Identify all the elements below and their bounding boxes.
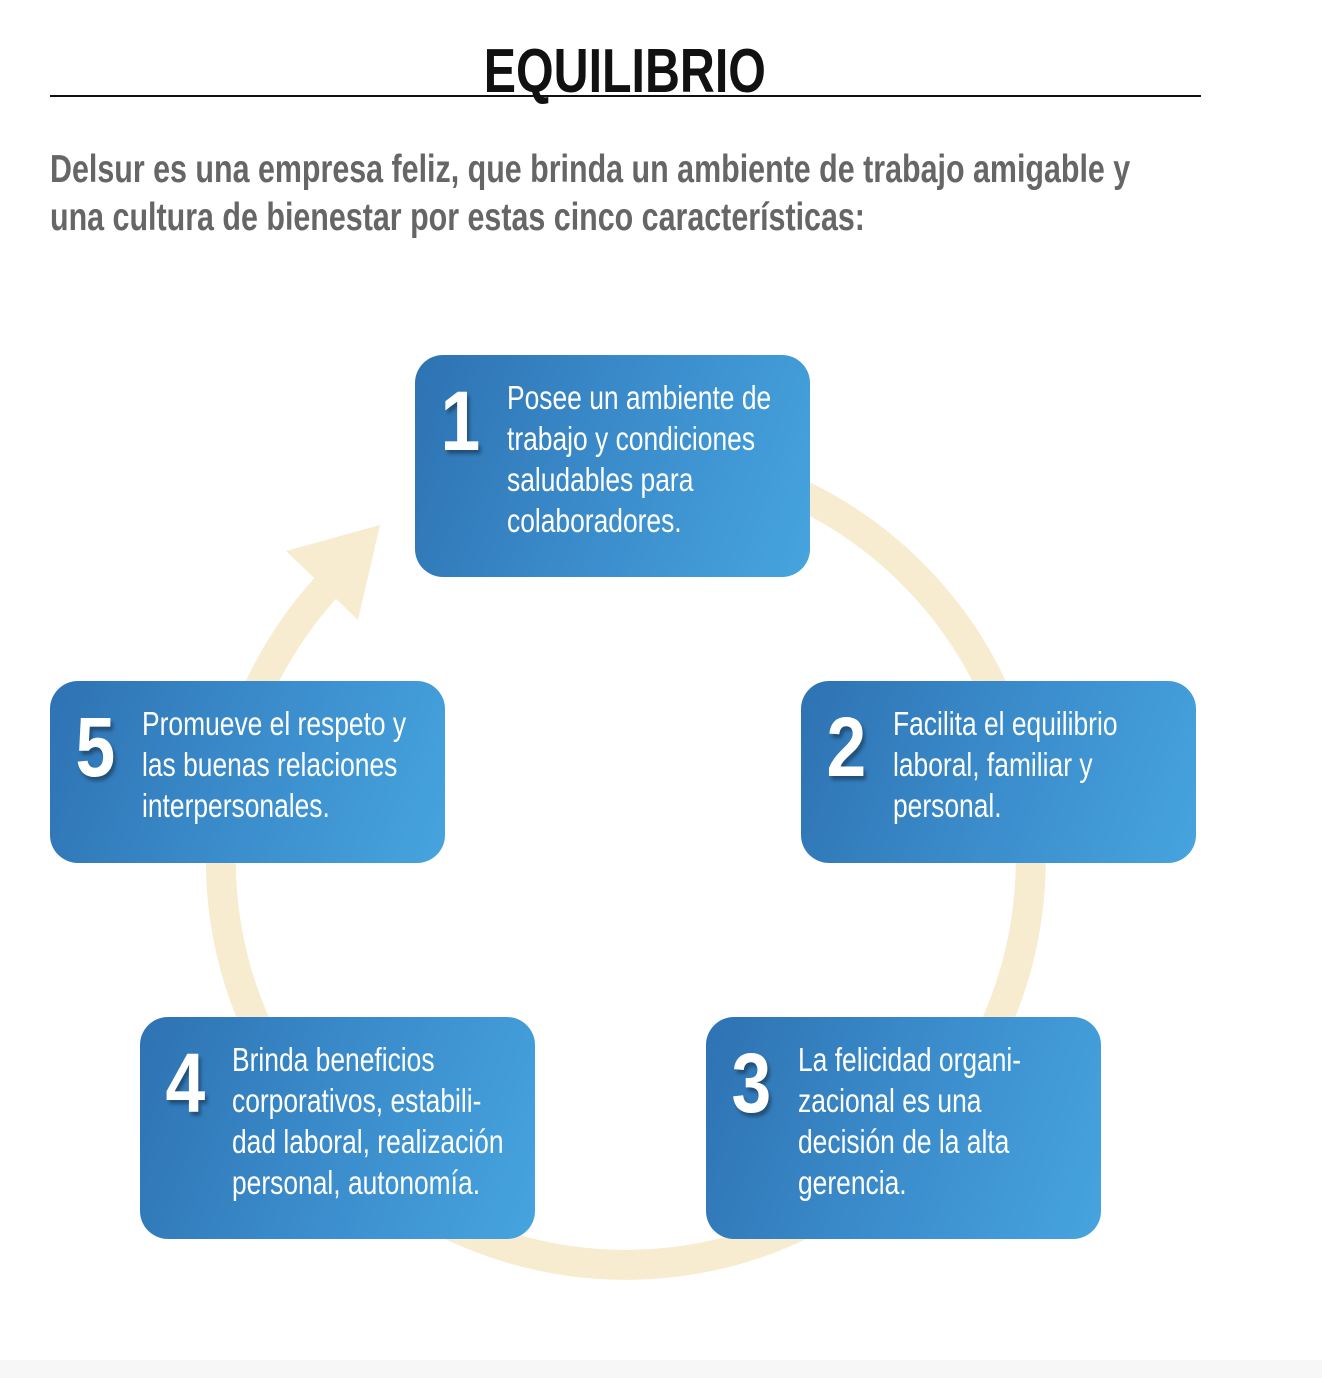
feature-line: dad laboral, realización [232, 1123, 504, 1160]
feature-line: personal, autonomía. [232, 1164, 481, 1201]
feature-line: La felicidad organi- [798, 1041, 1022, 1078]
feature-card-3: 3 La felicidad organi- zacional es una d… [706, 1017, 1101, 1239]
feature-number: 3 [728, 1041, 775, 1125]
page-title: EQUILIBRIO [0, 36, 1250, 107]
feature-text: Posee un ambiente de trabajo y condicion… [507, 377, 837, 541]
feature-line: interpersonales. [142, 787, 330, 824]
feature-number-text: 2 [826, 700, 867, 794]
feature-card-2: 2 Facilita el equilibrio laboral, famili… [801, 681, 1196, 863]
feature-number: 4 [162, 1041, 209, 1125]
feature-line: colaboradores. [507, 502, 682, 539]
feature-number: 5 [72, 705, 119, 789]
feature-text: Facilita el equilibrio laboral, familiar… [893, 703, 1174, 826]
intro-line: una cultura de bienestar por estas cinco… [50, 196, 865, 239]
page-footer-band [0, 1360, 1322, 1378]
feature-line: laboral, familiar y [893, 746, 1093, 783]
feature-card-5: 5 Promueve el respeto y las buenas relac… [50, 681, 445, 863]
feature-text: Brinda beneficios corporativos, estabili… [232, 1039, 571, 1203]
feature-line: las buenas relaciones [142, 746, 398, 783]
feature-number-text: 4 [165, 1036, 206, 1130]
feature-line: saludables para [507, 461, 694, 498]
feature-number: 1 [437, 379, 484, 463]
feature-line: Promueve el respeto y [142, 705, 407, 742]
intro-line: Delsur es una empresa feliz, que brinda … [50, 148, 1131, 191]
feature-number-text: 1 [440, 374, 481, 468]
intro-paragraph: Delsur es una empresa feliz, que brinda … [50, 146, 1322, 242]
feature-line: Facilita el equilibrio [893, 705, 1118, 742]
feature-text: Promueve el respeto y las buenas relacio… [142, 703, 472, 826]
feature-card-1: 1 Posee un ambiente de trabajo y condici… [415, 355, 810, 577]
feature-line: trabajo y condiciones [507, 420, 756, 457]
feature-line: decisión de la alta [798, 1123, 1010, 1160]
feature-line: personal. [893, 787, 1002, 824]
feature-line: Brinda beneficios [232, 1041, 435, 1078]
feature-line: Posee un ambiente de [507, 379, 772, 416]
feature-line: corporativos, estabili- [232, 1082, 482, 1119]
feature-line: zacional es una [798, 1082, 982, 1119]
feature-number-text: 3 [731, 1036, 772, 1130]
feature-card-4: 4 Brinda beneficios corporativos, estabi… [140, 1017, 535, 1239]
title-divider [50, 95, 1201, 97]
feature-line: gerencia. [798, 1164, 907, 1201]
feature-text: La felicidad organi- zacional es una dec… [798, 1039, 1077, 1203]
cycle-arrowhead-icon [286, 525, 380, 620]
feature-number-text: 5 [75, 700, 116, 794]
feature-number: 2 [823, 705, 870, 789]
title-text: EQUILIBRIO [483, 37, 767, 106]
